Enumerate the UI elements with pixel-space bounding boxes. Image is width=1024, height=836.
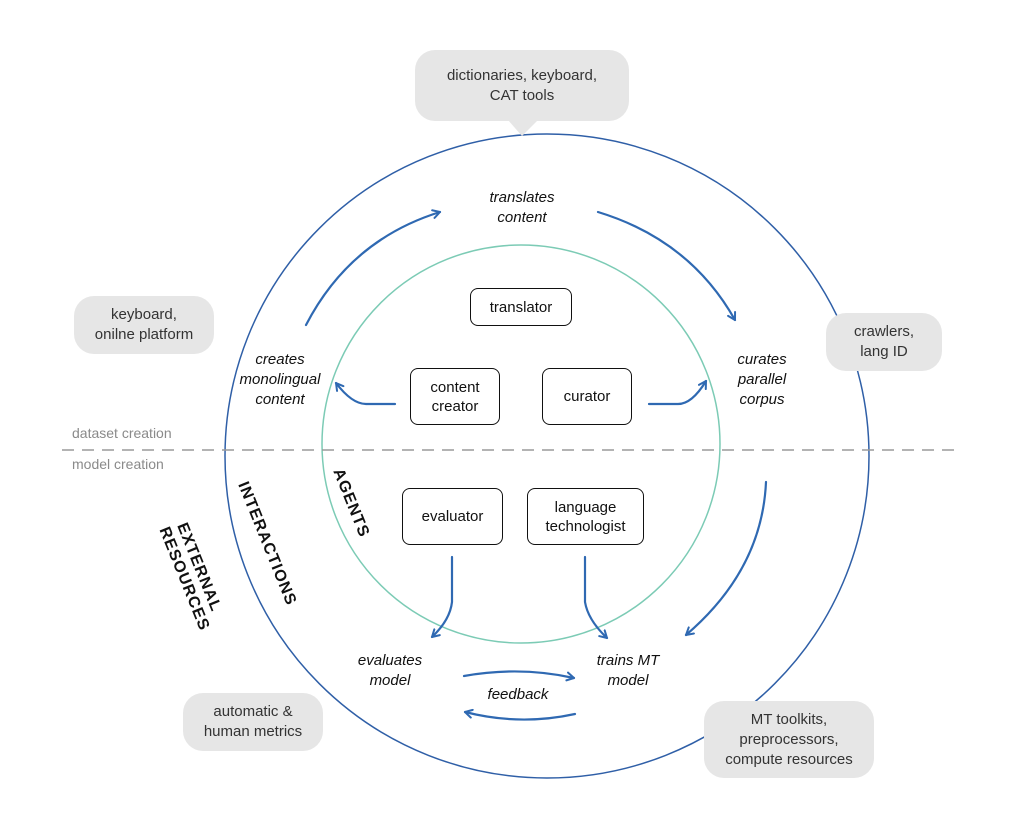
resource-bubble-top: dictionaries, keyboard, CAT tools [415, 50, 629, 121]
inner-circle [321, 244, 721, 644]
arrow-language-technologist [583, 555, 609, 640]
outer-circle [224, 133, 870, 779]
arrow-curates-to-trains [684, 480, 768, 637]
action-creates-monolingual-content: creates monolingual content [239, 351, 321, 408]
agent-content-creator: content creator [410, 368, 500, 425]
arrow-curator [647, 379, 708, 406]
phase-label-model-creation: model creation [72, 456, 164, 472]
arrow-feedback-back [463, 708, 577, 721]
action-feedback: feedback [487, 686, 549, 703]
bubble-tail [508, 120, 538, 136]
resource-bubble-right: crawlers, lang ID [826, 313, 942, 371]
phase-label-dataset-creation: dataset creation [72, 425, 172, 441]
resource-bubble-bottom-left: automatic & human metrics [183, 693, 323, 751]
action-trains-mt-model: trains MT model [596, 652, 660, 689]
arrow-content-creator [334, 381, 397, 406]
arrow-creates-to-translates [304, 209, 442, 327]
arrow-evaluator [430, 555, 454, 639]
agent-translator: translator [470, 288, 572, 326]
arrow-feedback-forward [462, 670, 576, 682]
arrow-translates-to-curates [596, 210, 737, 322]
resource-bubble-left: keyboard, onilne platform [74, 296, 214, 354]
agent-evaluator: evaluator [402, 488, 503, 545]
action-translates-content: translates content [489, 189, 555, 226]
action-evaluates-model: evaluates model [357, 652, 423, 689]
agent-curator: curator [542, 368, 632, 425]
action-curates-parallel-corpus: curates parallel corpus [737, 351, 787, 408]
agent-language-technologist: language technologist [527, 488, 644, 545]
resource-bubble-bottom-right: MT toolkits, preprocessors, compute reso… [704, 701, 874, 778]
